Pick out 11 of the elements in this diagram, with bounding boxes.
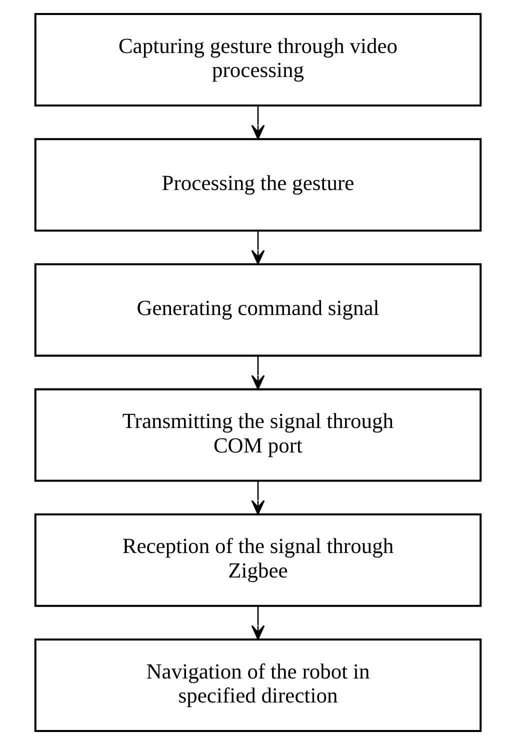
node-box: Capturing gesture through video processing [34,13,482,106]
arrow [251,480,265,515]
arrow [251,356,265,390]
node-box: Generating command signal [34,263,482,357]
node-box: Processing the gesture [34,138,482,232]
node-box: Transmitting the signal through COM port [34,388,482,482]
node-box: Reception of the signal through Zigbee [34,513,482,607]
arrow [251,606,265,640]
arrow [251,106,265,140]
node-box: Navigation of the robot in specified direction [34,638,482,732]
arrow [251,230,265,265]
